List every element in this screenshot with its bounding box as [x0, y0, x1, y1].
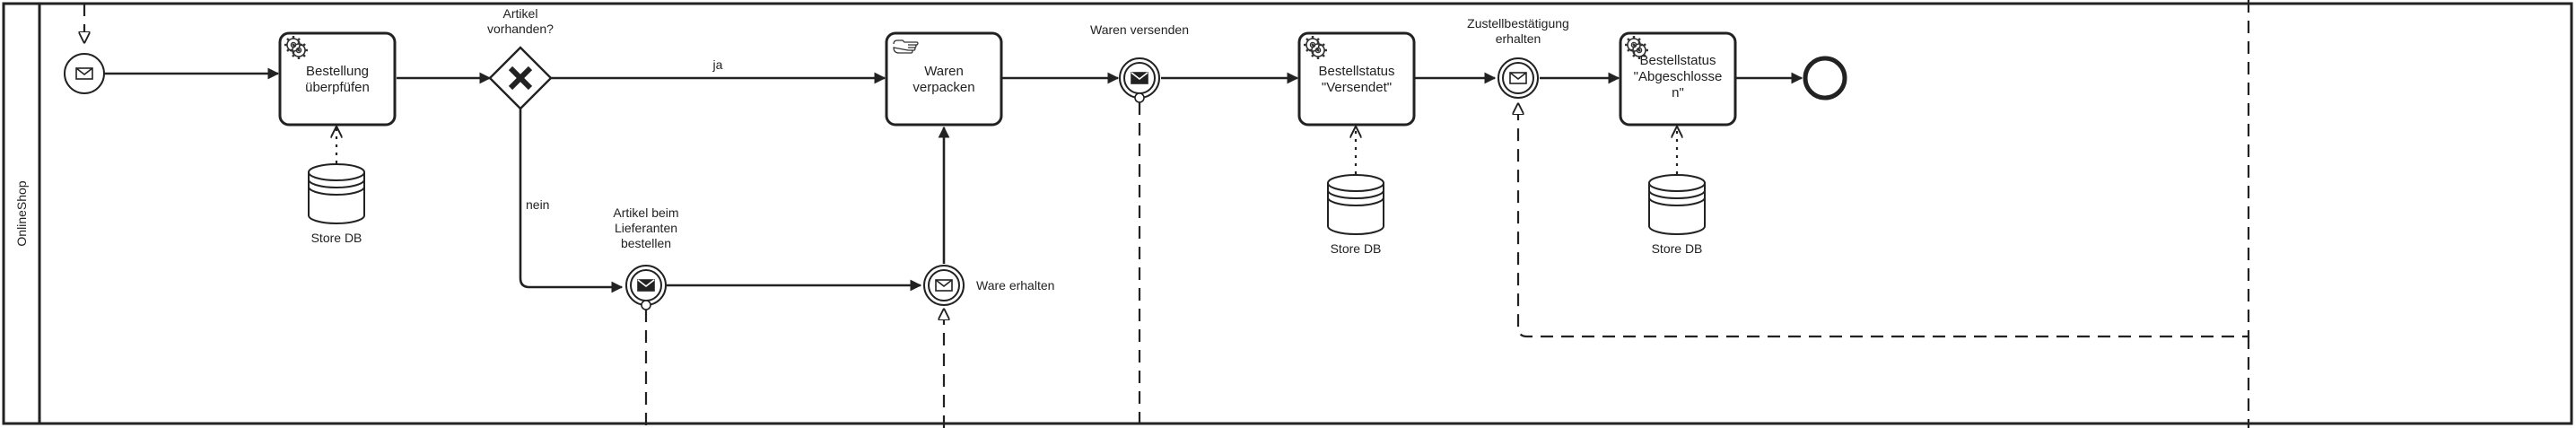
flow-label-yes: ja — [712, 57, 723, 72]
data-store-label: Store DB — [1331, 241, 1382, 256]
task-label-line: Bestellstatus — [1639, 53, 1716, 68]
event-goods-received[interactable] — [923, 265, 965, 306]
event-delivery-confirmation[interactable] — [1498, 57, 1539, 99]
data-store-3[interactable] — [1648, 174, 1706, 235]
event-label-line: Lieferanten — [615, 221, 677, 235]
message-flows — [84, 0, 2250, 428]
exclusive-gateway[interactable] — [488, 46, 553, 110]
event-label-line: Artikel beim — [613, 205, 678, 220]
event-label-line: bestellen — [621, 236, 671, 250]
data-associations — [336, 127, 1677, 174]
task-check-order[interactable]: Bestellung überpfüfen — [278, 31, 397, 127]
start-message-event[interactable] — [64, 53, 105, 94]
event-label: Waren versenden — [1090, 22, 1189, 37]
hand-icon — [893, 39, 919, 54]
task-label-line: Waren — [924, 64, 964, 79]
task-label-line: Bestellstatus — [1318, 64, 1394, 79]
data-store-label: Store DB — [1652, 241, 1703, 256]
data-store-label: Store DB — [311, 231, 362, 245]
sequence-flows — [104, 67, 1803, 293]
task-status-sent[interactable]: Bestellstatus "Versendet" — [1297, 31, 1416, 127]
exclusive-x-icon — [508, 66, 533, 91]
flow-gateway-no — [519, 109, 624, 293]
event-label-line: Zustellbestätigung — [1467, 16, 1569, 31]
envelope-icon — [637, 279, 655, 292]
event-label-line: erhalten — [1496, 31, 1541, 46]
gateway-label-line: vorhanden? — [487, 22, 554, 36]
task-status-done[interactable]: Bestellstatus "Abgeschlosse n" — [1619, 31, 1737, 127]
task-pack-goods[interactable]: Waren verpacken — [885, 31, 1003, 127]
flow-label-no: nein — [526, 197, 549, 212]
data-store-2[interactable] — [1327, 174, 1384, 235]
event-ship-goods[interactable] — [1119, 57, 1160, 103]
lane-label: OnlineShop — [14, 180, 29, 246]
envelope-icon — [1131, 72, 1148, 84]
message-flow-delivery-confirmation — [1518, 0, 2250, 338]
event-order-from-supplier[interactable] — [625, 265, 667, 310]
task-label-line: "Abgeschlosse — [1634, 69, 1723, 84]
data-store-1[interactable] — [308, 163, 365, 224]
event-label: Ware erhalten — [976, 278, 1054, 293]
gateway-label-line: Artikel — [503, 6, 538, 21]
task-label-line: verpacken — [913, 80, 974, 95]
task-label-line: Bestellung — [306, 64, 369, 79]
task-label-line: "Versendet" — [1322, 80, 1392, 95]
task-label-line: überpfüfen — [305, 80, 370, 95]
task-label-line: n" — [1672, 85, 1684, 100]
end-event[interactable] — [1803, 56, 1847, 100]
